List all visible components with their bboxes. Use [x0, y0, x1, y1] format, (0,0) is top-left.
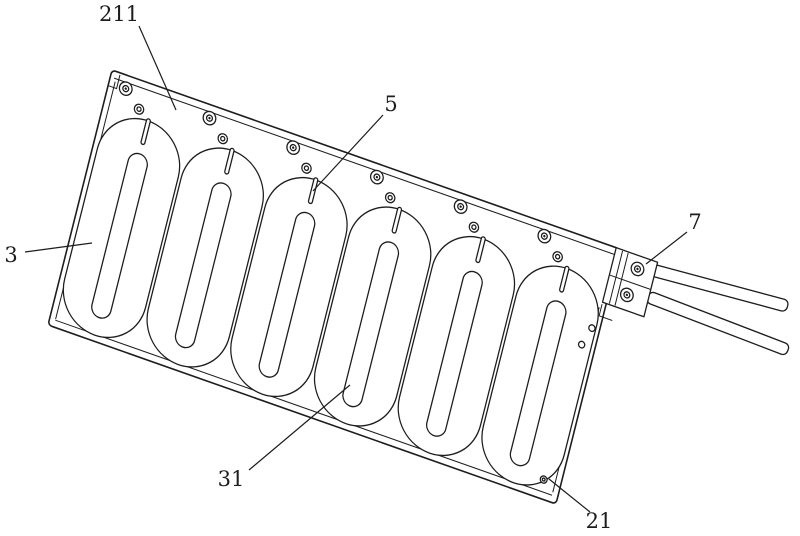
paddle-slot: [509, 300, 567, 467]
screw-pair-2: [202, 110, 229, 145]
mount-bracket: [598, 247, 659, 321]
paddle-slit: [140, 118, 151, 146]
screw-pair-6: [537, 228, 563, 263]
leader-7: [645, 231, 688, 265]
ref-label-7: 7: [688, 210, 701, 234]
screw-pair-3: [286, 140, 312, 174]
leader-5: [312, 114, 384, 192]
paddle-6: [481, 265, 599, 486]
paddle-slit: [559, 265, 570, 293]
paddle-4: [313, 206, 432, 427]
paddle-slot: [258, 211, 316, 378]
reference-numerals: 211 5 3 7 31 21: [4, 2, 701, 533]
paddle-slit: [475, 236, 486, 264]
paddle-slot: [91, 152, 148, 319]
paddle-3: [230, 176, 348, 398]
paddle-1: [62, 117, 181, 339]
paddle-slit: [391, 206, 403, 234]
paddle-slot: [174, 182, 232, 349]
leader-31: [248, 384, 351, 471]
screw-pair-1: [118, 81, 145, 115]
leader-21: [548, 478, 591, 513]
leader-lines: [24, 25, 688, 513]
screw-pair-4: [369, 169, 396, 204]
ref-label-21: 21: [586, 509, 613, 533]
leader-211: [138, 25, 177, 111]
ref-label-3: 3: [4, 243, 17, 267]
plate-holes: [539, 324, 596, 484]
leader-3: [24, 242, 93, 253]
paddle-slot: [342, 241, 400, 408]
paddle-slit: [224, 147, 235, 175]
ref-label-31: 31: [218, 467, 245, 491]
bracket-screw-lower: [619, 287, 634, 303]
bracket-screw-upper: [630, 261, 645, 277]
bracket-step: [598, 303, 613, 321]
paddle-5: [397, 235, 516, 457]
paddle-2: [146, 147, 264, 368]
screw-pair-5: [453, 199, 480, 233]
paddle-slot: [425, 270, 483, 437]
ref-label-5: 5: [384, 92, 397, 116]
ref-label-211: 211: [99, 2, 139, 26]
